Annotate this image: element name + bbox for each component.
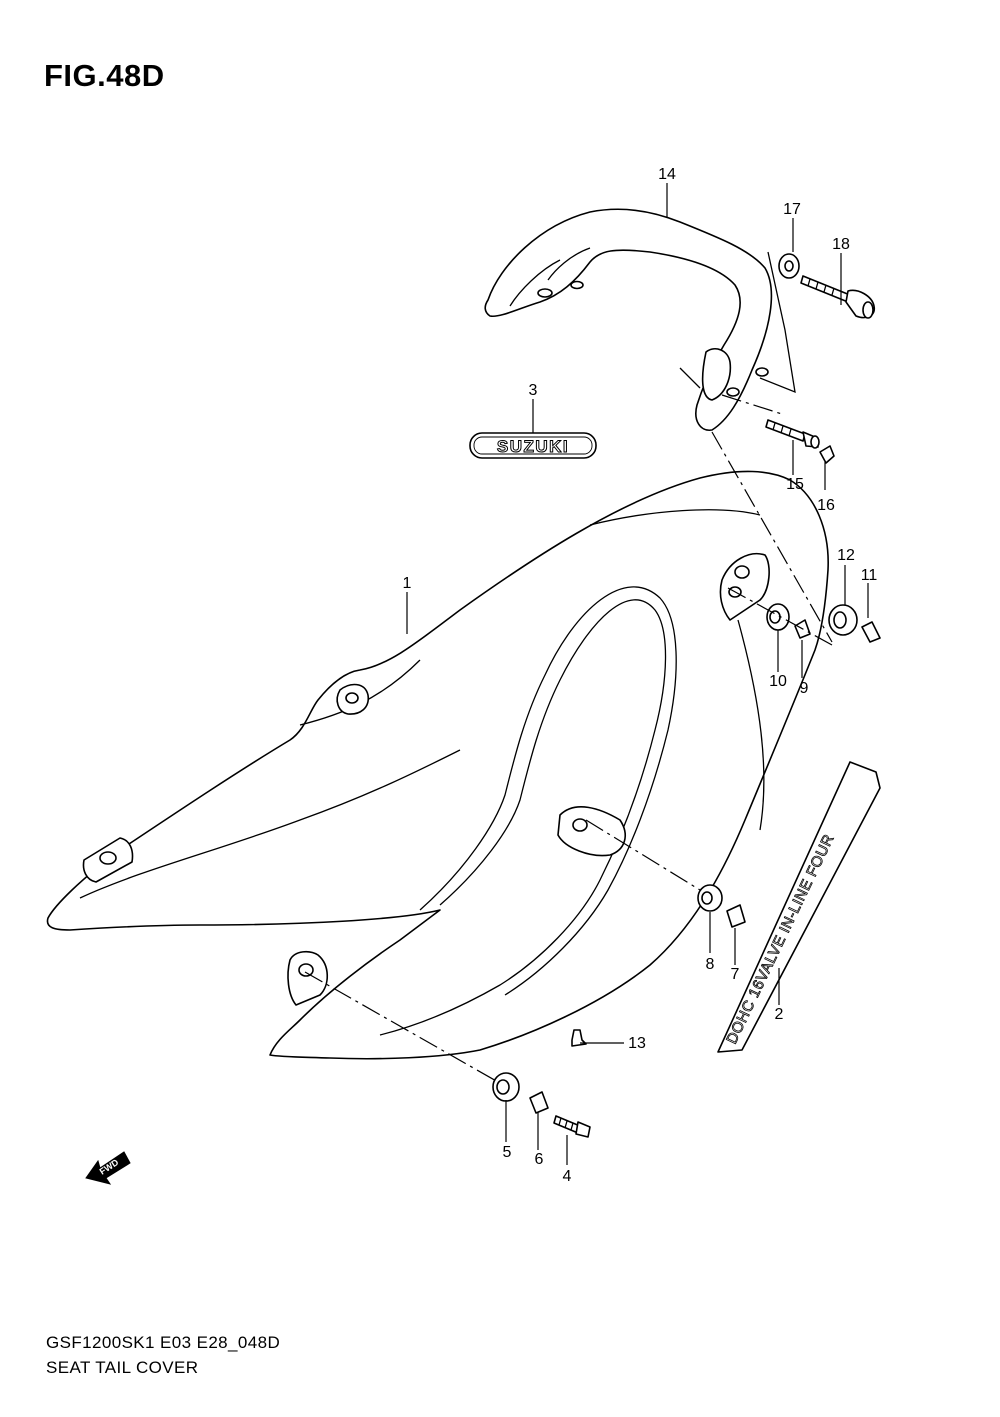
callout-6: 6 xyxy=(535,1151,544,1168)
callout-1: 1 xyxy=(403,575,412,592)
washer-part xyxy=(778,253,800,279)
callout-12: 12 xyxy=(837,547,855,564)
bolt-part xyxy=(800,275,876,319)
callout-14: 14 xyxy=(658,166,676,183)
callout-11: 11 xyxy=(861,567,878,584)
diagram-code: GSF1200SK1 E03 E28_048D xyxy=(46,1333,281,1352)
grommet-part xyxy=(828,604,858,636)
seat-tail-cover-part xyxy=(46,470,829,1060)
callout-15: 15 xyxy=(786,476,804,493)
callout-5: 5 xyxy=(503,1144,512,1161)
suzuki-emblem-part: SUZUKI xyxy=(469,432,597,459)
callout-18: 18 xyxy=(832,236,850,253)
grommet-part xyxy=(492,1072,520,1102)
diagram-name: SEAT TAIL COVER xyxy=(46,1358,199,1377)
fwd-arrow-icon: FWD xyxy=(85,1151,131,1185)
callout-16: 16 xyxy=(817,497,835,514)
callout-4: 4 xyxy=(563,1168,572,1185)
callout-8: 8 xyxy=(706,956,715,973)
callout-9: 9 xyxy=(800,680,809,697)
collar-part xyxy=(861,621,881,643)
bolt-part xyxy=(765,419,820,449)
callout-10: 10 xyxy=(769,673,787,690)
callout-17: 17 xyxy=(783,201,801,218)
grommet-part xyxy=(697,884,723,912)
collar-part xyxy=(726,904,746,928)
push-rivet-part xyxy=(571,1029,587,1047)
bolt-part xyxy=(553,1115,591,1138)
grommet-part xyxy=(766,603,790,631)
collar-part xyxy=(529,1091,549,1114)
cap-part xyxy=(819,445,835,464)
emblem-text: SUZUKI xyxy=(497,437,569,456)
figure-title: FIG.48D xyxy=(44,58,165,93)
grab-rail-part xyxy=(484,208,796,431)
callout-13: 13 xyxy=(628,1035,646,1052)
callout-2: 2 xyxy=(775,1006,784,1023)
callout-3: 3 xyxy=(529,382,538,399)
callout-7: 7 xyxy=(731,966,740,983)
